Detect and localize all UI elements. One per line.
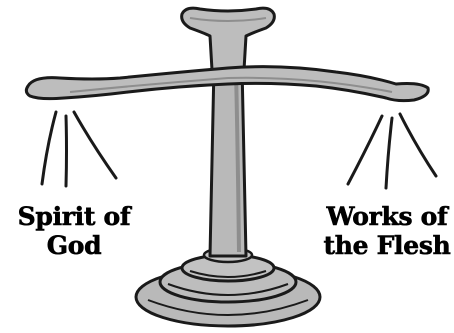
right-pan-strings [348, 114, 436, 188]
left-caption-line-1: Spirit of [0, 202, 148, 231]
right-caption-line-1: Works of [318, 202, 454, 231]
scale-pillar [210, 66, 246, 256]
left-caption-line-2: God [0, 231, 148, 260]
left-pan-caption: Spirit of God [0, 202, 148, 260]
scale-top-cap [182, 8, 275, 70]
top-cap-body [182, 8, 275, 70]
right-caption-line-2: the Flesh [318, 231, 454, 260]
left-pan-strings [42, 112, 116, 186]
right-pan-caption: Works of the Flesh [318, 202, 454, 260]
scale-base [136, 248, 320, 326]
